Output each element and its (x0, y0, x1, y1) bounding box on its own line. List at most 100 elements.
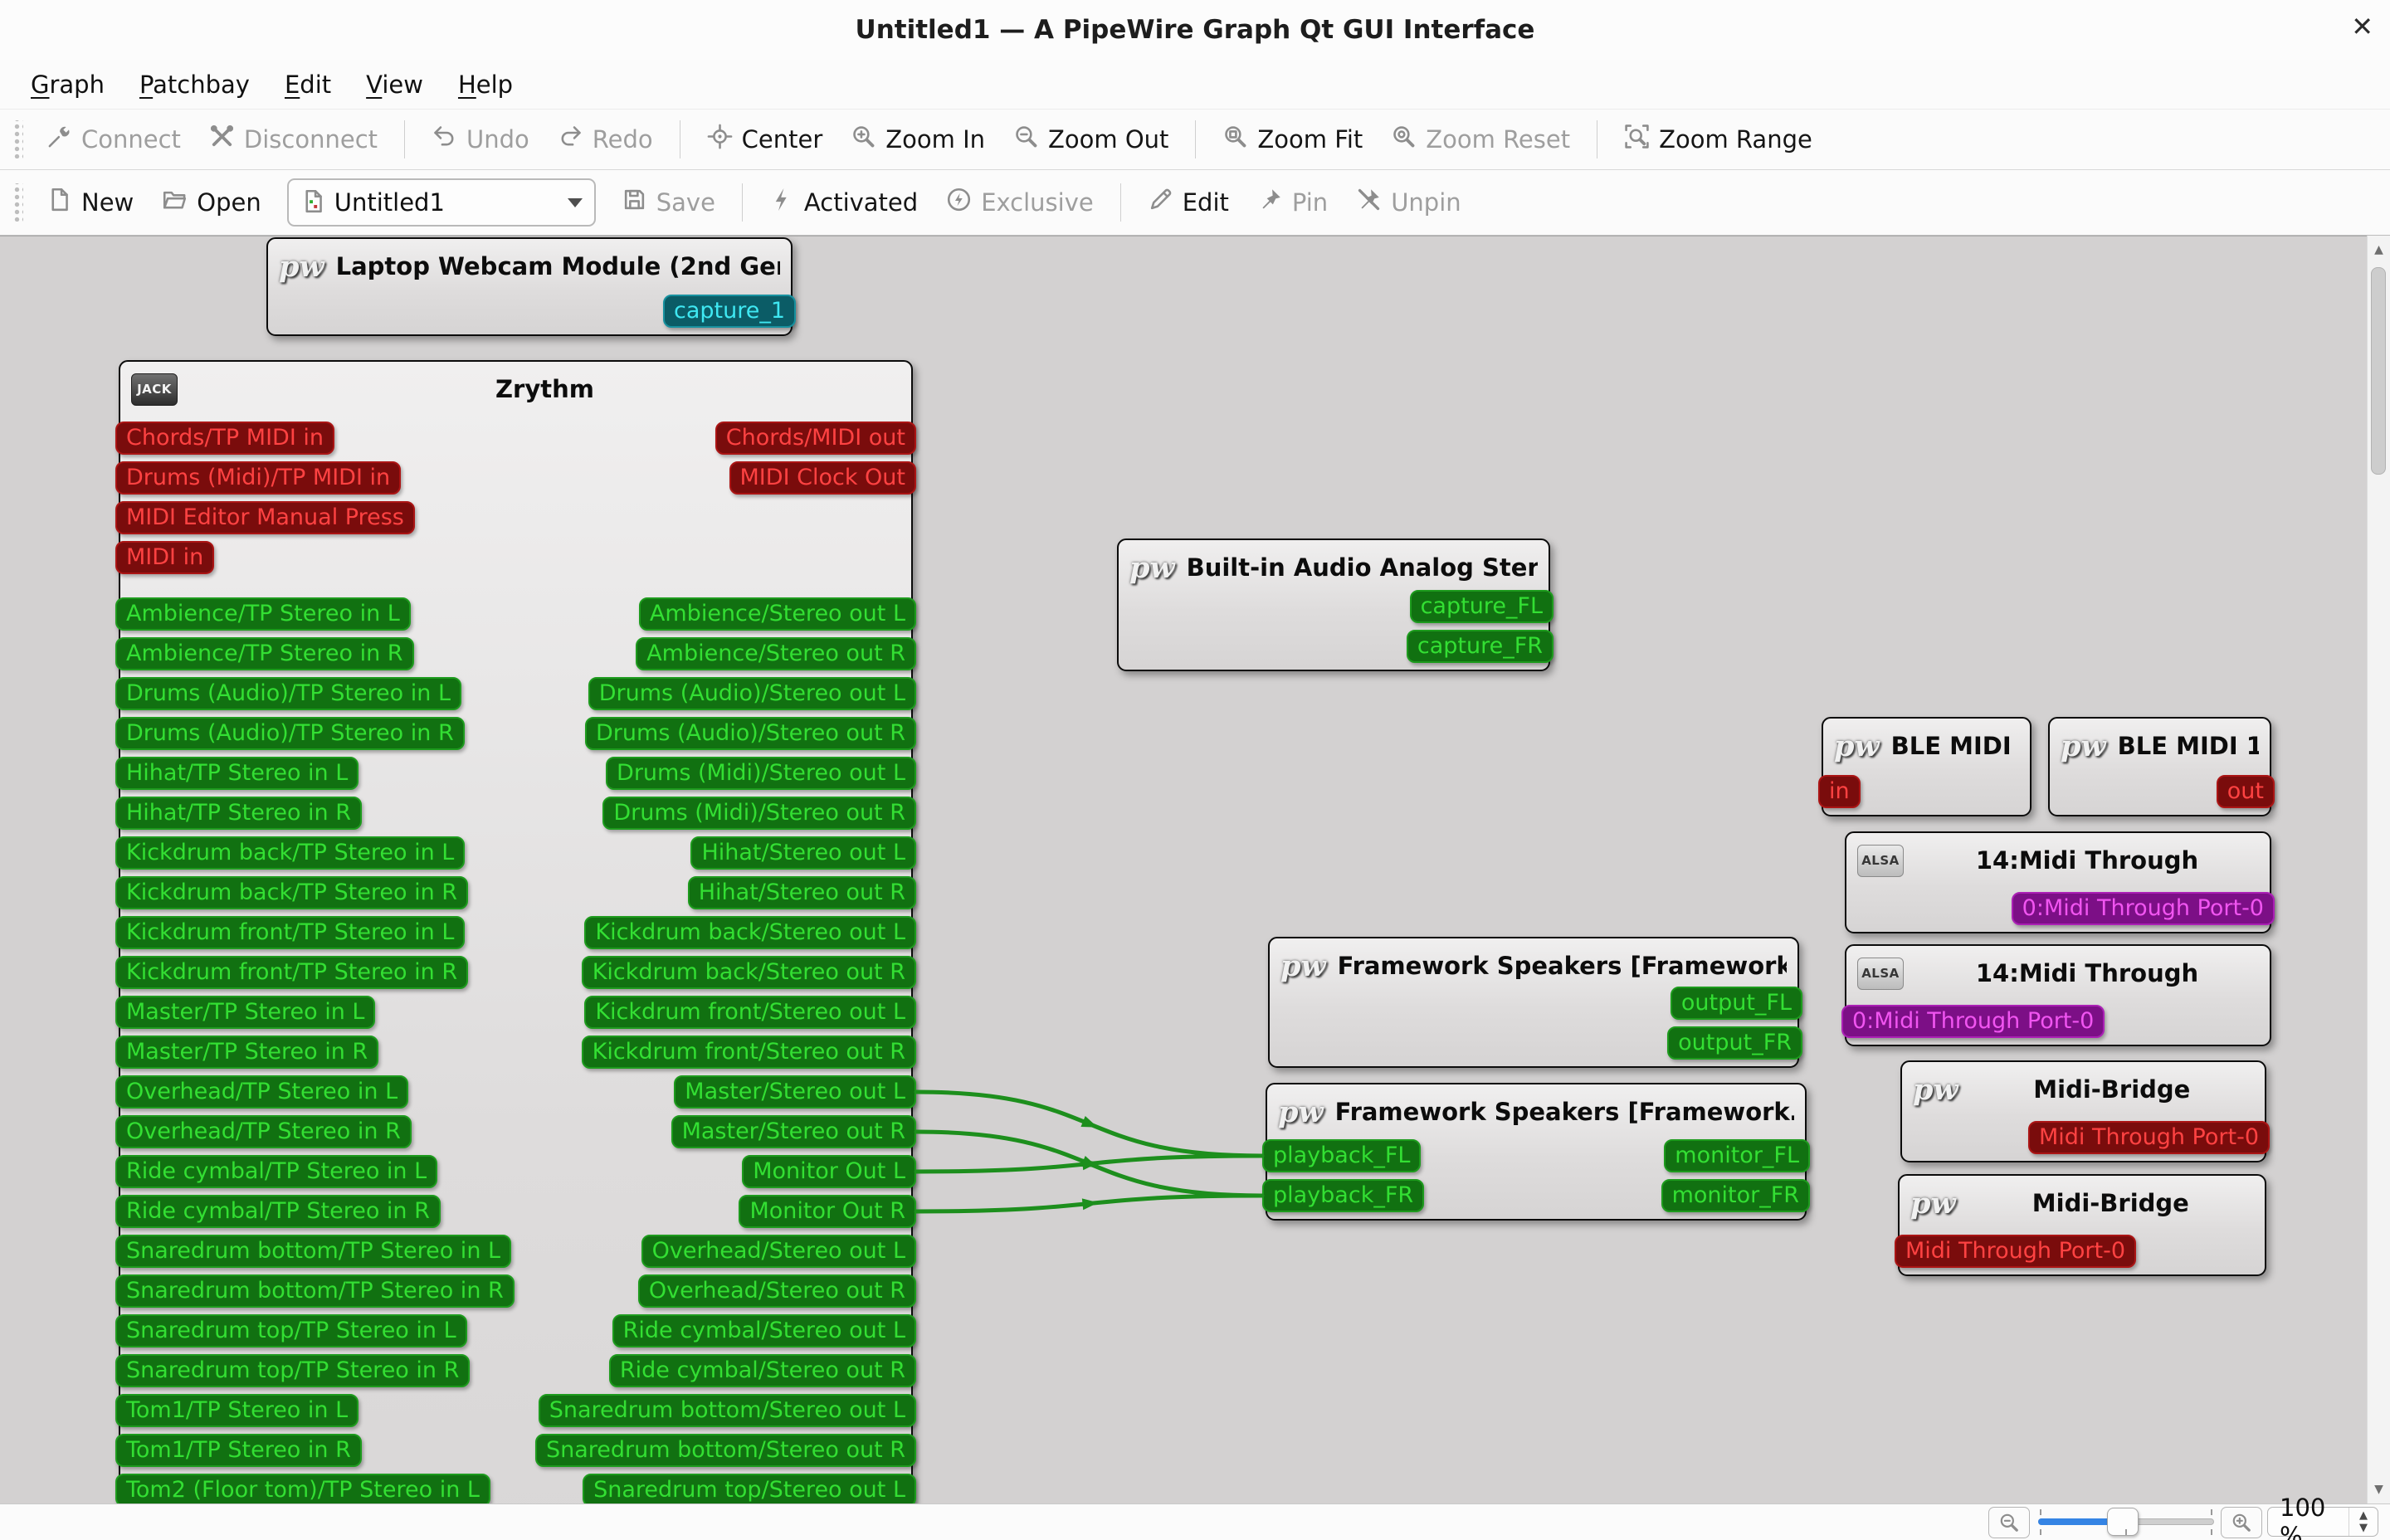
port[interactable]: Tom2 (Floor tom)/TP Stereo in L (115, 1474, 490, 1503)
port[interactable]: Hihat/Stereo out L (690, 836, 916, 870)
new-button[interactable]: New (34, 180, 146, 225)
connect-button[interactable]: Connect (34, 117, 193, 162)
port[interactable]: Ride cymbal/Stereo out L (612, 1314, 916, 1348)
port[interactable]: 0:Midi Through Port-0 (1841, 1005, 2105, 1038)
undo-button[interactable]: Undo (419, 117, 542, 162)
zoom-percent-spinbox[interactable]: 100 % ▲▼ (2267, 1494, 2378, 1540)
zoom-in-button[interactable] (2221, 1507, 2262, 1538)
port[interactable]: Kickdrum back/Stereo out R (581, 956, 916, 989)
zoom-out-button[interactable] (1988, 1507, 2030, 1538)
port[interactable]: Midi Through Port-0 (1895, 1235, 2137, 1268)
port[interactable]: Overhead/Stereo out R (637, 1274, 916, 1308)
port[interactable]: Snaredrum top/Stereo out L (583, 1474, 916, 1503)
port[interactable]: Master/TP Stereo in R (115, 1036, 379, 1069)
menu-graph[interactable]: Graph (31, 70, 105, 99)
port[interactable]: Chords/TP MIDI in (115, 422, 334, 455)
toolbar-grip[interactable] (12, 120, 23, 158)
pin-button[interactable]: Pin (1245, 180, 1340, 225)
unpin-button[interactable]: Unpin (1344, 180, 1473, 225)
port[interactable]: Master/TP Stereo in L (115, 996, 376, 1029)
activated-button[interactable]: Activated (757, 180, 930, 225)
port[interactable]: Overhead/TP Stereo in R (115, 1115, 412, 1148)
close-icon[interactable]: ✕ (2351, 11, 2373, 42)
port[interactable]: Snaredrum top/TP Stereo in R (115, 1354, 471, 1387)
spin-up-icon[interactable]: ▲ (2359, 1509, 2368, 1522)
port[interactable]: monitor_FR (1661, 1179, 1810, 1212)
toolbar-grip[interactable] (12, 183, 23, 222)
port[interactable]: Tom1/TP Stereo in R (115, 1434, 362, 1467)
port[interactable]: capture_1 (662, 295, 796, 328)
port[interactable]: Ambience/Stereo out R (636, 637, 916, 670)
edit-button[interactable]: Edit (1135, 180, 1241, 225)
zoom-reset-button[interactable]: Zoom Reset (1378, 117, 1583, 162)
spinbox-arrows[interactable]: ▲▼ (2349, 1508, 2378, 1536)
port[interactable]: Hihat/Stereo out R (687, 876, 916, 909)
zoom-range-button[interactable]: Zoom Range (1612, 117, 1825, 162)
port[interactable]: Drums (Midi)/TP MIDI in (115, 461, 402, 495)
menu-patchbay[interactable]: Patchbay (139, 70, 250, 99)
port[interactable]: Master/Stereo out L (674, 1075, 916, 1109)
disconnect-button[interactable]: Disconnect (197, 117, 390, 162)
port[interactable]: Monitor Out L (742, 1155, 916, 1188)
port[interactable]: output_FR (1667, 1026, 1802, 1060)
port[interactable]: Overhead/Stereo out L (641, 1235, 916, 1268)
port[interactable]: playback_FL (1262, 1139, 1422, 1172)
port[interactable]: Kickdrum back/Stereo out L (584, 916, 916, 949)
port[interactable]: Snaredrum bottom/Stereo out R (534, 1434, 916, 1467)
port[interactable]: Ambience/Stereo out L (638, 597, 916, 631)
scrollbar-thumb[interactable] (2371, 267, 2386, 475)
menu-view[interactable]: View (366, 70, 423, 99)
port[interactable]: monitor_FL (1664, 1139, 1810, 1172)
port[interactable]: 0:Midi Through Port-0 (2011, 892, 2275, 925)
port[interactable]: Snaredrum bottom/TP Stereo in R (115, 1274, 515, 1308)
spin-down-icon[interactable]: ▼ (2359, 1522, 2368, 1534)
port[interactable]: Monitor Out R (739, 1195, 916, 1228)
port[interactable]: Ride cymbal/TP Stereo in R (115, 1195, 441, 1228)
redo-button[interactable]: Redo (545, 117, 666, 162)
slider-handle[interactable] (2107, 1508, 2139, 1536)
port[interactable]: Master/Stereo out R (671, 1115, 916, 1148)
port[interactable]: Hihat/TP Stereo in L (115, 757, 359, 790)
port[interactable]: Drums (Audio)/TP Stereo in R (115, 717, 465, 750)
port[interactable]: Drums (Audio)/Stereo out L (588, 677, 916, 710)
port[interactable]: Ride cymbal/TP Stereo in L (115, 1155, 438, 1188)
port[interactable]: Kickdrum back/TP Stereo in R (115, 876, 469, 909)
port[interactable]: MIDI Clock Out (729, 461, 916, 495)
save-button[interactable]: Save (609, 180, 728, 225)
port[interactable]: Tom1/TP Stereo in L (115, 1394, 359, 1427)
port[interactable]: Drums (Midi)/Stereo out R (602, 797, 916, 830)
port[interactable]: Ambience/TP Stereo in L (115, 597, 411, 631)
zoom-in-button[interactable]: Zoom In (838, 117, 997, 162)
menu-help[interactable]: Help (457, 70, 514, 99)
port[interactable]: MIDI Editor Manual Press (115, 501, 415, 534)
title-bar[interactable]: Untitled1 — A PipeWire Graph Qt GUI Inte… (0, 0, 2390, 60)
exclusive-button[interactable]: Exclusive (934, 180, 1106, 225)
port[interactable]: playback_FR (1262, 1179, 1425, 1212)
scroll-down-icon[interactable]: ▼ (2374, 1483, 2383, 1496)
zoom-slider[interactable] (2038, 1504, 2214, 1539)
port[interactable]: Midi Through Port-0 (2027, 1121, 2270, 1154)
port[interactable]: Kickdrum front/TP Stereo in L (115, 916, 466, 949)
port[interactable]: Ambience/TP Stereo in R (115, 637, 414, 670)
port[interactable]: Snaredrum top/TP Stereo in L (115, 1314, 467, 1348)
port[interactable]: capture_FR (1406, 630, 1554, 663)
port[interactable]: Drums (Audio)/Stereo out R (585, 717, 916, 750)
port[interactable]: Hihat/TP Stereo in R (115, 797, 363, 830)
port[interactable]: capture_FL (1409, 590, 1554, 623)
port[interactable]: Ride cymbal/Stereo out R (608, 1354, 916, 1387)
port[interactable]: Kickdrum front/TP Stereo in R (115, 956, 469, 989)
vertical-scrollbar[interactable]: ▲ ▼ (2367, 236, 2390, 1503)
open-button[interactable]: Open (149, 180, 273, 225)
zoom-fit-button[interactable]: Zoom Fit (1210, 117, 1375, 162)
